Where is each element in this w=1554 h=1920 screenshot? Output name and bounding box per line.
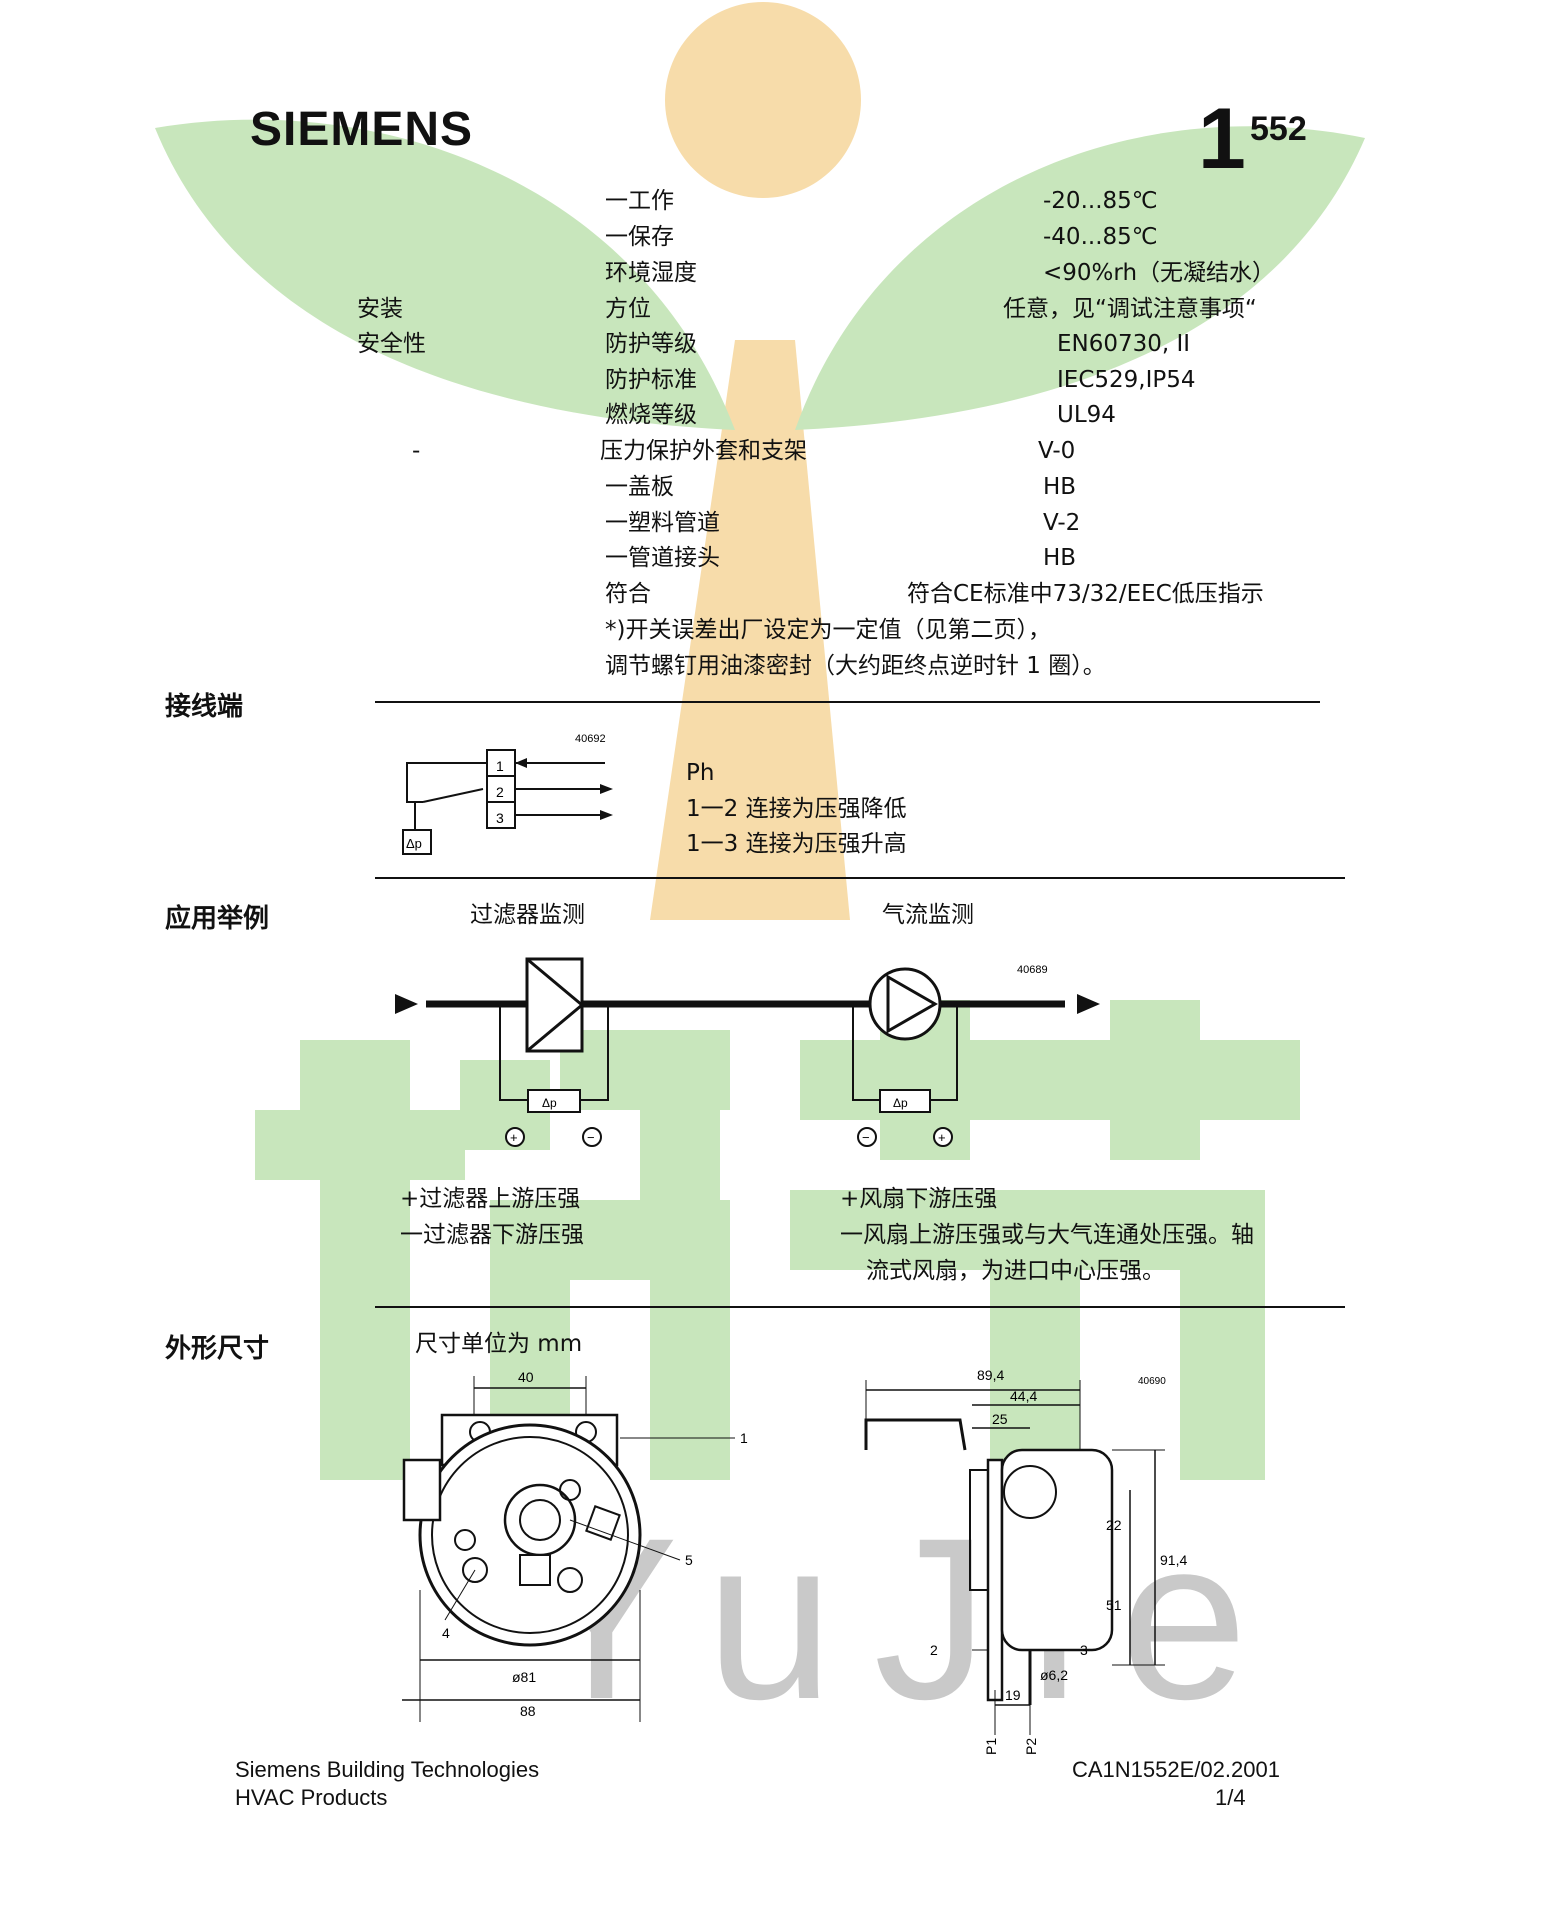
section-heading-application: 应用举例 — [165, 904, 270, 934]
spec-value: <90%rh（无凝结水） — [1043, 260, 1276, 286]
dim-91-4: 91,4 — [1160, 1552, 1187, 1568]
app-right-minus-text-2: 流式风扇，为进口中心压强。 — [866, 1258, 1165, 1284]
plus-icon: + — [938, 1130, 946, 1145]
spec-value: V-2 — [1043, 510, 1081, 536]
wiring-fig-id: 40692 — [575, 733, 606, 745]
minus-icon: − — [862, 1130, 870, 1145]
brand-logo: SIEMENS — [250, 103, 474, 156]
app-right-plus-text: +风扇下游压强 — [840, 1186, 998, 1212]
dim-81: ø81 — [512, 1669, 536, 1685]
spec-value: UL94 — [1057, 402, 1116, 428]
wiring-ph: Ph — [686, 760, 715, 786]
callout-3: 3 — [1080, 1642, 1088, 1658]
watermark-text: YuJie — [525, 1490, 1288, 1747]
app-right-title: 气流监测 — [882, 902, 974, 928]
dim-25: 25 — [992, 1411, 1008, 1427]
dim-6-2: ø6,2 — [1040, 1667, 1068, 1683]
app-right-dp: Δp — [893, 1096, 908, 1110]
wiring-diagram: 40692 1 2 3 Δp — [402, 733, 613, 855]
callout-1: 1 — [740, 1430, 748, 1446]
spec-note: *)开关误差出厂设定为一定值（见第二页）， — [605, 617, 1051, 643]
spec-item: 一塑料管道 — [605, 510, 720, 536]
dim-89-4: 89,4 — [977, 1367, 1004, 1383]
app-left-title: 过滤器监测 — [470, 902, 585, 928]
watermark-stem — [650, 340, 850, 920]
wiring-dp: Δp — [406, 836, 422, 851]
app-left-dp: Δp — [542, 1096, 557, 1110]
wiring-line-1: 1一2 连接为压强降低 — [686, 796, 907, 822]
app-left-minus-text: 一过滤器下游压强 — [400, 1222, 584, 1248]
spec-item: 方位 — [605, 296, 651, 322]
spec-value: EN60730, II — [1057, 331, 1191, 357]
spec-item: 环境湿度 — [605, 260, 697, 286]
section-heading-wiring: 接线端 — [165, 692, 244, 722]
app-left-plus-text: +过滤器上游压强 — [400, 1186, 581, 1212]
terminal-3: 3 — [496, 810, 504, 826]
callout-4: 4 — [442, 1625, 450, 1641]
label-p2: P2 — [1023, 1738, 1039, 1755]
terminal-2: 2 — [496, 784, 504, 800]
spec-value: 符合CE标准中73/32/EEC低压指示 — [907, 581, 1264, 607]
spec-note: 调节螺钉用油漆密封（大约距终点逆时针 1 圈）。 — [605, 653, 1106, 679]
spec-item: 燃烧等级 — [605, 402, 697, 428]
spec-section: 安装 — [357, 296, 403, 322]
label-p1: P1 — [983, 1738, 999, 1755]
footer-division: HVAC Products — [235, 1785, 388, 1810]
spec-item: 一工作 — [605, 188, 674, 214]
spec-value: -40...85℃ — [1043, 224, 1158, 250]
dim-fig-id: 40690 — [1138, 1376, 1166, 1387]
dim-51: 51 — [1106, 1597, 1122, 1613]
callout-5: 5 — [685, 1552, 693, 1568]
footer-company: Siemens Building Technologies — [235, 1757, 540, 1782]
divider — [375, 701, 1320, 703]
divider — [375, 877, 1345, 879]
watermark-characters — [255, 1000, 1300, 1520]
footer-doc-code: CA1N1552E/02.2001 — [1072, 1757, 1280, 1782]
divider — [375, 1306, 1345, 1308]
dim-unit-note: 尺寸单位为 mm — [415, 1331, 583, 1357]
spec-item: 一盖板 — [605, 474, 674, 500]
dim-40: 40 — [518, 1369, 534, 1385]
footer-page: 1/4 — [1215, 1785, 1246, 1810]
callout-2: 2 — [930, 1642, 938, 1658]
spec-section: - — [412, 438, 421, 464]
dim-88: 88 — [520, 1703, 536, 1719]
watermark-sun — [665, 2, 861, 198]
watermark-leaf-left — [155, 119, 735, 430]
dim-44-4: 44,4 — [1010, 1388, 1037, 1404]
minus-icon: − — [587, 1130, 595, 1145]
app-right-minus-text: 一风扇上游压强或与大气连通处压强。轴 — [840, 1222, 1254, 1248]
wiring-line-2: 1一3 连接为压强升高 — [686, 831, 907, 857]
spec-value: HB — [1043, 474, 1077, 500]
spec-value: IEC529,IP54 — [1057, 367, 1196, 393]
dim-19: 19 — [1005, 1687, 1021, 1703]
spec-value: 任意，见“调试注意事项“ — [1003, 296, 1257, 322]
spec-item: 符合 — [605, 581, 651, 607]
dimension-drawing: 40 1 5 4 ø81 88 40690 89,4 44,4 25 91,4 … — [402, 1367, 1187, 1755]
spec-item: 防护标准 — [605, 367, 697, 393]
plus-icon: + — [510, 1130, 518, 1145]
doc-number: 1 — [1198, 91, 1246, 187]
spec-item: 一保存 — [605, 224, 674, 250]
terminal-1: 1 — [496, 758, 504, 774]
dim-22: 22 — [1106, 1517, 1122, 1533]
spec-item: 压力保护外套和支架 — [600, 438, 807, 464]
spec-value: -20...85℃ — [1043, 188, 1158, 214]
section-heading-dimensions: 外形尺寸 — [165, 1334, 270, 1364]
spec-item: 防护等级 — [605, 331, 697, 357]
doc-number-sup: 552 — [1250, 110, 1307, 148]
spec-item: 一管道接头 — [605, 545, 720, 571]
application-diagram: 40689 Δp + − Δp − + — [395, 957, 1100, 1147]
watermark-leaf-right — [795, 126, 1365, 431]
app-fig-id: 40689 — [1017, 964, 1048, 976]
spec-value: V-0 — [1038, 438, 1076, 464]
spec-section: 安全性 — [357, 331, 426, 357]
spec-value: HB — [1043, 545, 1077, 571]
